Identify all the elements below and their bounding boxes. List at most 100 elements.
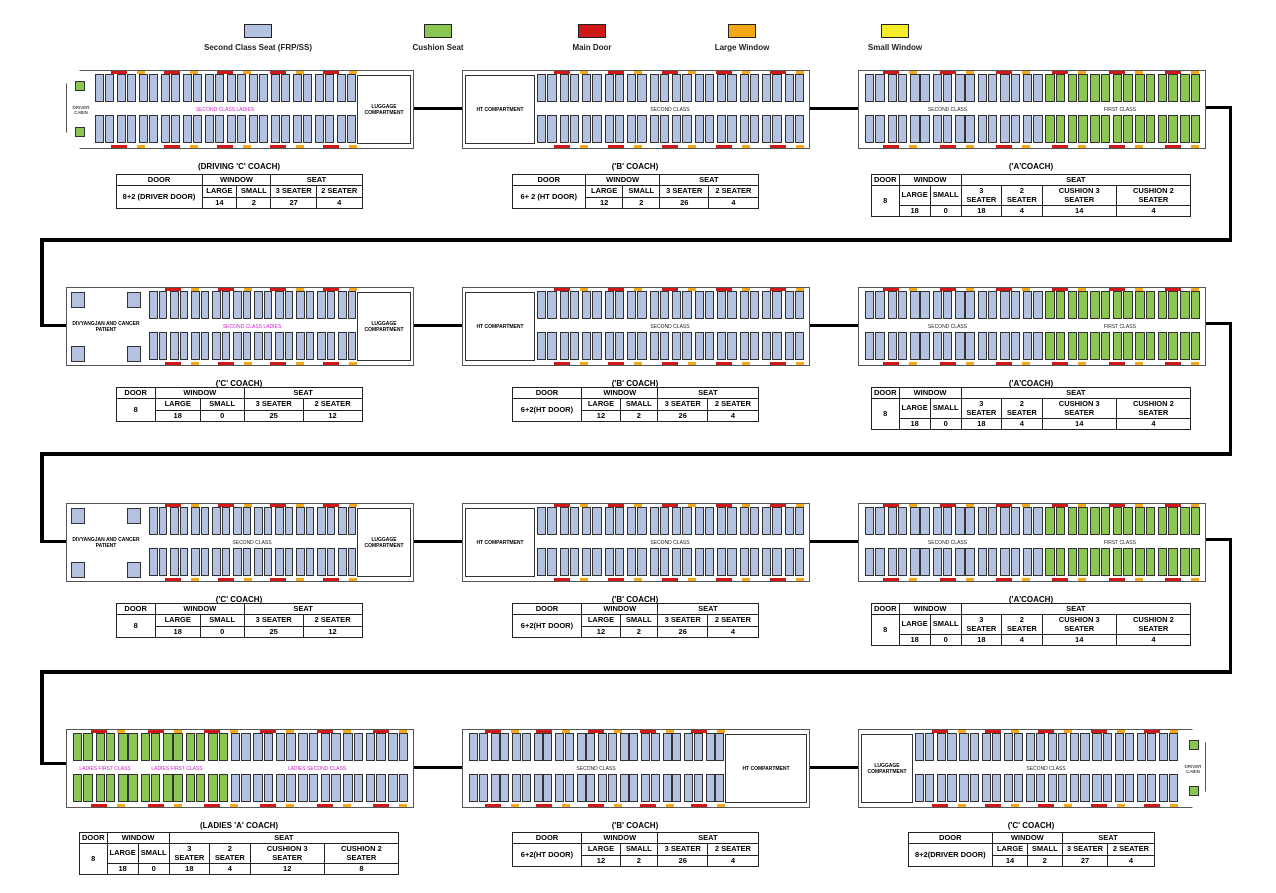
second-class-seat — [582, 507, 592, 535]
section-label: SECOND CLASS — [1026, 766, 1066, 772]
second-class-seat — [170, 507, 179, 535]
section-label: LADIES FIRST CLASS — [151, 766, 203, 772]
second-class-seat — [296, 291, 305, 319]
two-seater-header: 2 SEATER — [302, 398, 363, 411]
main-door — [554, 504, 570, 507]
cushion-seat — [1090, 332, 1100, 360]
second-class-seat — [932, 507, 943, 535]
second-class-seat — [920, 507, 930, 535]
main-door — [662, 362, 678, 365]
second-class-seat — [347, 548, 357, 576]
second-class-seat — [171, 115, 181, 143]
large-window — [243, 288, 252, 291]
large-window — [1134, 288, 1143, 291]
second-class-seat — [937, 733, 946, 761]
second-class-seat — [564, 774, 574, 802]
second-class-seat — [242, 291, 252, 319]
door-header: DOOR — [871, 602, 900, 616]
second-class-seat — [1022, 74, 1033, 102]
second-class-seat — [315, 74, 325, 102]
main-door — [639, 730, 656, 733]
second-class-seat — [1014, 733, 1023, 761]
two-seater-header: 2 SEATER — [707, 398, 759, 411]
second-class-seat — [547, 507, 557, 535]
cushion-seat — [105, 733, 116, 761]
coupling-segment — [809, 324, 859, 327]
second-class-seat — [715, 774, 725, 802]
second-class-seat — [887, 74, 897, 102]
second-class-seat — [298, 733, 308, 761]
second-class-seat — [672, 74, 682, 102]
main-door — [1091, 730, 1107, 733]
section-label: LADIES SECOND CLASS — [287, 766, 347, 772]
large-window — [1078, 362, 1087, 365]
two-seater-count: 12 — [302, 625, 363, 638]
large-window — [965, 145, 974, 148]
second-class-seat — [897, 115, 908, 143]
second-class-seat — [897, 507, 908, 535]
second-class-seat — [887, 291, 897, 319]
second-class-seat — [659, 115, 670, 143]
second-class-seat — [955, 332, 965, 360]
main-door — [639, 804, 656, 807]
main-door — [1091, 804, 1107, 807]
section-label: SECOND CLASS — [927, 540, 968, 546]
second-class-seat — [784, 332, 794, 360]
door-count: 8 — [871, 398, 900, 430]
main-door — [554, 71, 570, 74]
second-class-seat — [275, 507, 284, 535]
section-label: SECOND CLASS — [576, 766, 616, 772]
main-door — [217, 504, 234, 507]
main-door — [939, 578, 956, 581]
large-window-header: LARGE — [154, 614, 201, 627]
door-count: 6+2(HT DOOR) — [511, 614, 583, 638]
second-class-seat — [365, 733, 376, 761]
second-class-seat — [212, 548, 221, 576]
second-class-seat — [305, 548, 315, 576]
second-class-seat — [253, 733, 263, 761]
second-class-seat — [614, 74, 625, 102]
second-class-seat — [772, 507, 782, 535]
second-class-seat — [296, 507, 305, 535]
cabin-seat — [75, 81, 85, 91]
cushion-seat — [1190, 507, 1201, 535]
cushion-seat — [1123, 74, 1133, 102]
main-door — [217, 578, 234, 581]
large-window — [796, 504, 804, 507]
second-class-seat — [619, 774, 629, 802]
large-window — [796, 362, 804, 365]
main-door — [554, 288, 570, 291]
cushion-seat — [1112, 115, 1123, 143]
second-class-seat — [607, 774, 617, 802]
second-class-seat — [325, 74, 335, 102]
large-window — [688, 145, 696, 148]
second-class-seat — [547, 332, 557, 360]
second-class-seat — [965, 548, 975, 576]
main-door — [985, 730, 1001, 733]
second-class-seat — [191, 291, 200, 319]
cushion-seat — [1067, 548, 1078, 576]
second-class-seat — [1026, 774, 1035, 802]
second-class-seat — [149, 507, 158, 535]
second-class-seat — [1000, 115, 1010, 143]
cushion-three-seater-count: 14 — [1041, 204, 1117, 218]
luggage-compartment: LUGGAGE COMPARTMENT — [357, 75, 411, 144]
section-label: SECOND CLASS LADIES — [195, 107, 255, 113]
second-class-seat — [627, 291, 637, 319]
second-class-seat — [970, 774, 979, 802]
large-window — [614, 730, 622, 733]
second-class-seat — [241, 733, 251, 761]
two-seater-header: 2 SEATER — [302, 614, 363, 627]
second-class-seat — [619, 733, 629, 761]
second-class-seat — [887, 507, 897, 535]
cushion-seat — [1055, 115, 1066, 143]
second-class-seat — [1033, 332, 1043, 360]
main-door — [1164, 362, 1181, 365]
large-window-header: LARGE — [201, 185, 238, 198]
second-class-seat — [1048, 733, 1057, 761]
second-class-seat — [772, 548, 782, 576]
second-class-seat — [543, 774, 553, 802]
ht-compartment: HT COMPARTMENT — [465, 75, 535, 144]
second-class-seat — [794, 332, 805, 360]
